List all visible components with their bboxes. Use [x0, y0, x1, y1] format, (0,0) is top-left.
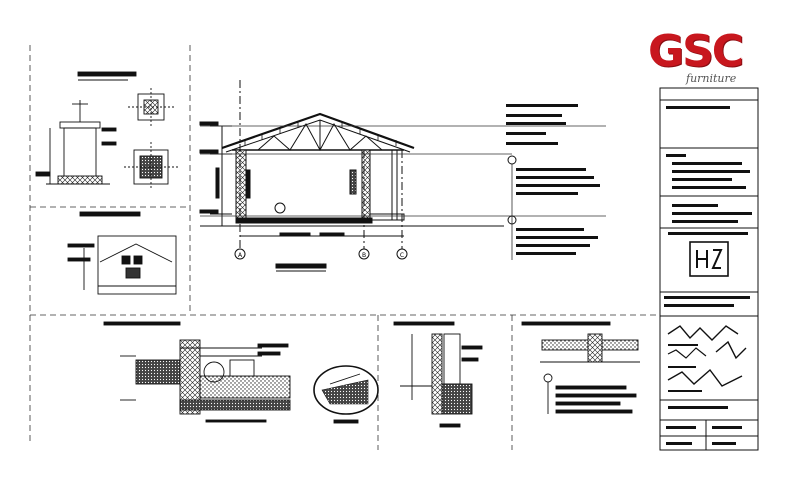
- floor-detail: [521, 321, 640, 414]
- wall-base-detail: [103, 321, 379, 424]
- grid-bubble: A: [234, 248, 246, 260]
- small-elevation: [67, 211, 177, 295]
- svg-text:A: A: [238, 252, 243, 259]
- main-section: [199, 80, 606, 272]
- brand-logo: GSC furniture: [648, 28, 764, 90]
- grid-bubbles: A B C: [234, 202, 408, 260]
- logo-text: GSC: [648, 26, 744, 77]
- grid-bubble: C: [396, 248, 408, 260]
- grid-bubble: B: [358, 248, 370, 260]
- svg-text:B: B: [362, 252, 366, 259]
- svg-text:C: C: [400, 252, 404, 259]
- sheet-dividers: [29, 45, 660, 450]
- title-block: [659, 87, 759, 451]
- gutter-detail: [393, 321, 483, 428]
- section-marker: [274, 202, 286, 214]
- spec-notes: [506, 104, 600, 260]
- footing-detail: [35, 71, 178, 190]
- logo-subtitle: furniture: [686, 72, 737, 85]
